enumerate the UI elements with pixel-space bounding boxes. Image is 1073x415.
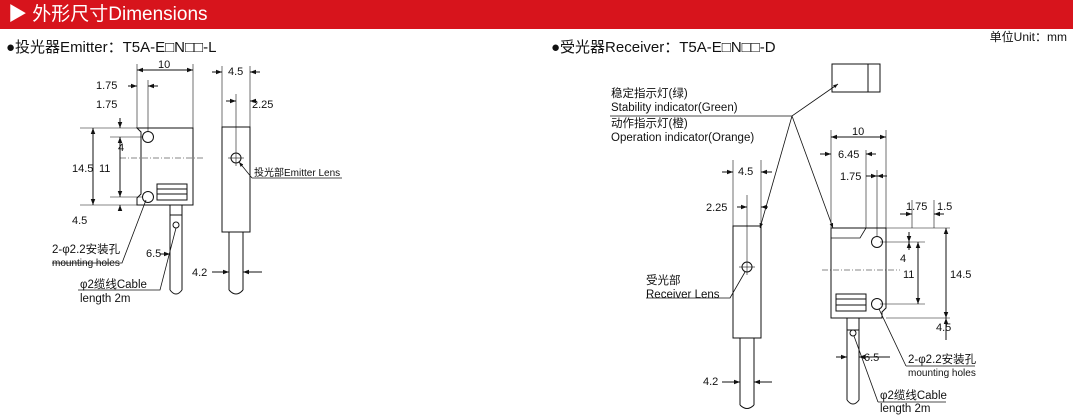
receiver-dim-left-offset: 6.45	[838, 149, 859, 161]
receiver-label-plate	[835, 293, 867, 312]
receiver-dim-inner-offset: 1.75	[840, 171, 861, 183]
receiver-heading: ●受光器Receiver：T5A-E□N□□-D	[551, 39, 776, 56]
indicator-operation-en: Operation indicator(Orange)	[611, 132, 754, 144]
receiver-dim-hole-inset: 4	[900, 253, 906, 265]
emitter-hole-top	[142, 131, 154, 143]
emitter-label-plate	[156, 183, 188, 201]
emitter-dim-top-offset: 1.75	[96, 99, 117, 111]
emitter-cable-end	[169, 289, 183, 295]
indicator-stability-cn: 稳定指示灯(绿)	[611, 86, 688, 100]
receiver-holes-label-cn: 2-φ2.2安装孔	[908, 352, 977, 366]
emitter-dim-cable-dia: 4.2	[192, 267, 207, 279]
indicator-operation-cn: 动作指示灯(橙)	[611, 116, 688, 130]
emitter-holes-label-en: mounting holes	[52, 258, 120, 269]
receiver-lens-label-cn: 受光部	[646, 273, 681, 287]
receiver-dim-side-width: 4.5	[738, 166, 753, 178]
unit-note: 单位Unit：mm	[989, 30, 1067, 44]
receiver-dim-hole-pitch: 11	[903, 269, 914, 281]
emitter-hole-bottom	[142, 191, 154, 203]
receiver-lens-label-en: Receiver Lens	[646, 289, 720, 301]
receiver-dim-right-offset-b: 1.5	[937, 201, 952, 213]
receiver-indicator-cap	[831, 63, 881, 93]
emitter-lens-label: 投光部Emitter Lens	[254, 166, 340, 179]
emitter-holes-label-cn: 2-φ2.2安装孔	[52, 242, 121, 256]
emitter-dim-bottom-offset: 4.5	[72, 215, 87, 227]
emitter-dim-left-offset: 1.75	[96, 80, 117, 92]
page-title: ▶ 外形尺寸Dimensions	[8, 4, 208, 25]
receiver-drawing	[610, 63, 975, 409]
emitter-cable-label-cn: φ2缆线Cable	[80, 277, 147, 291]
receiver-dim-width: 10	[852, 126, 864, 138]
receiver-holes-label-en: mounting holes	[908, 368, 976, 379]
receiver-labels: 稳定指示灯(绿) Stability indicator(Green) 动作指示…	[611, 86, 977, 415]
receiver-dim-cable-offset: 6.5	[864, 352, 879, 364]
emitter-cable-boot	[169, 205, 183, 216]
emitter-dim-cable-offset: 6.5	[146, 248, 161, 260]
indicator-stability-en: Stability indicator(Green)	[611, 102, 738, 114]
emitter-dim-height: 14.5	[72, 163, 93, 175]
receiver-dim-right-offset-a: 1.75	[906, 201, 927, 213]
emitter-dim-side-offset: 2.25	[252, 99, 273, 111]
receiver-dim-height: 14.5	[950, 269, 971, 281]
emitter-dim-width: 10	[158, 59, 170, 71]
emitter-heading: ●投光器Emitter：T5A-E□N□□-L	[6, 39, 217, 56]
title-banner: ▶ 外形尺寸Dimensions	[0, 0, 1073, 29]
emitter-dimension-labels: 10 1.75 1.75 4 14.5 11 4.5 4.5 2.25 6.5 …	[52, 59, 340, 305]
receiver-dim-cable-dia: 4.2	[703, 376, 718, 388]
emitter-dim-hole-pitch: 11	[99, 163, 110, 175]
emitter-drawing	[52, 64, 342, 295]
emitter-cable-label-en: length 2m	[80, 293, 131, 305]
receiver-cable-label-cn: φ2缆线Cable	[880, 388, 947, 402]
receiver-dim-bottom-offset: 4.5	[936, 322, 951, 334]
emitter-body-front	[135, 127, 194, 206]
receiver-cable-label-en: length 2m	[880, 403, 931, 415]
emitter-dim-hole-inset: 4	[118, 142, 124, 154]
receiver-dim-side-offset: 2.25	[706, 202, 727, 214]
emitter-dim-side-width: 4.5	[228, 66, 243, 78]
